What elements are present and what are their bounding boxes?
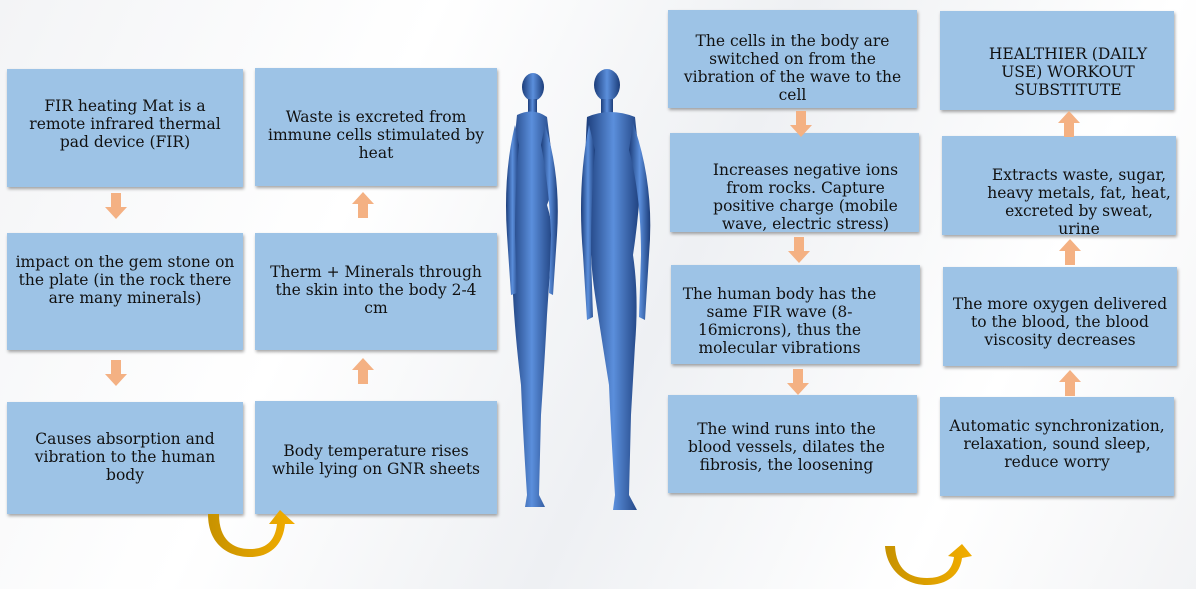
step-automatic-sync: Automatic synchronization, relaxation, s… [940, 397, 1174, 496]
step-text: FIR heating Mat is a remote infrared the… [29, 97, 221, 151]
step-text: HEALTHIER (DAILY USE) WORKOUT SUBSTITUTE [988, 45, 1148, 99]
arrow-up-icon [1059, 370, 1081, 396]
step-text: The cells in the body are switched on fr… [683, 32, 902, 104]
human-figures-illustration [506, 69, 651, 510]
step-extracts-waste: Extracts waste, sugar, heavy metals, fat… [942, 136, 1176, 238]
male-figure [581, 69, 651, 510]
step-text: Extracts waste, sugar, heavy metals, fat… [987, 166, 1171, 238]
curved-arrow-icon [208, 510, 295, 557]
arrow-down-icon [105, 193, 127, 219]
curved-arrow-icon [885, 544, 972, 585]
step-text: The more oxygen delivered to the blood, … [952, 295, 1168, 349]
female-figure [506, 73, 558, 507]
step-cells-switched: The cells in the body are switched on fr… [668, 10, 917, 108]
step-text: Automatic synchronization, relaxation, s… [949, 417, 1165, 471]
arrow-down-icon [788, 237, 810, 263]
step-text: The wind runs into the blood vessels, di… [688, 420, 885, 474]
step-more-oxygen: The more oxygen delivered to the blood, … [943, 267, 1177, 366]
step-blood-vessels: The wind runs into the blood vessels, di… [668, 395, 917, 493]
step-waste-excreted: Waste is excreted from immune cells stim… [255, 68, 497, 186]
step-text: The human body has the same FIR wave (8-… [682, 285, 877, 357]
step-text: Causes absorption and vibration to the h… [34, 430, 216, 484]
step-healthier: HEALTHIER (DAILY USE) WORKOUT SUBSTITUTE [940, 11, 1174, 110]
arrow-up-icon [1059, 239, 1081, 265]
arrow-down-icon [787, 369, 809, 395]
step-therm-minerals: Therm + Minerals through the skin into t… [255, 233, 497, 350]
step-text: impact on the gem stone on the plate (in… [15, 253, 235, 307]
arrow-up-icon [352, 192, 374, 218]
arrow-up-icon [1058, 111, 1080, 137]
step-absorption: Causes absorption and vibration to the h… [7, 402, 243, 514]
arrow-down-icon [790, 111, 812, 137]
step-gem-stone: impact on the gem stone on the plate (in… [7, 233, 243, 350]
step-fir-wave: The human body has the same FIR wave (8-… [671, 265, 920, 364]
arrow-down-icon [105, 360, 127, 386]
step-body-temperature: Body temperature rises while lying on GN… [255, 401, 497, 514]
step-text: Body temperature rises while lying on GN… [271, 442, 481, 478]
arrow-up-icon [352, 358, 374, 384]
step-negative-ions: Increases negative ions from rocks. Capt… [670, 133, 919, 233]
step-text: Waste is excreted from immune cells stim… [267, 108, 485, 162]
step-fir-mat: FIR heating Mat is a remote infrared the… [7, 69, 243, 187]
step-text: Therm + Minerals through the skin into t… [270, 263, 482, 317]
step-text: Increases negative ions from rocks. Capt… [712, 161, 899, 233]
